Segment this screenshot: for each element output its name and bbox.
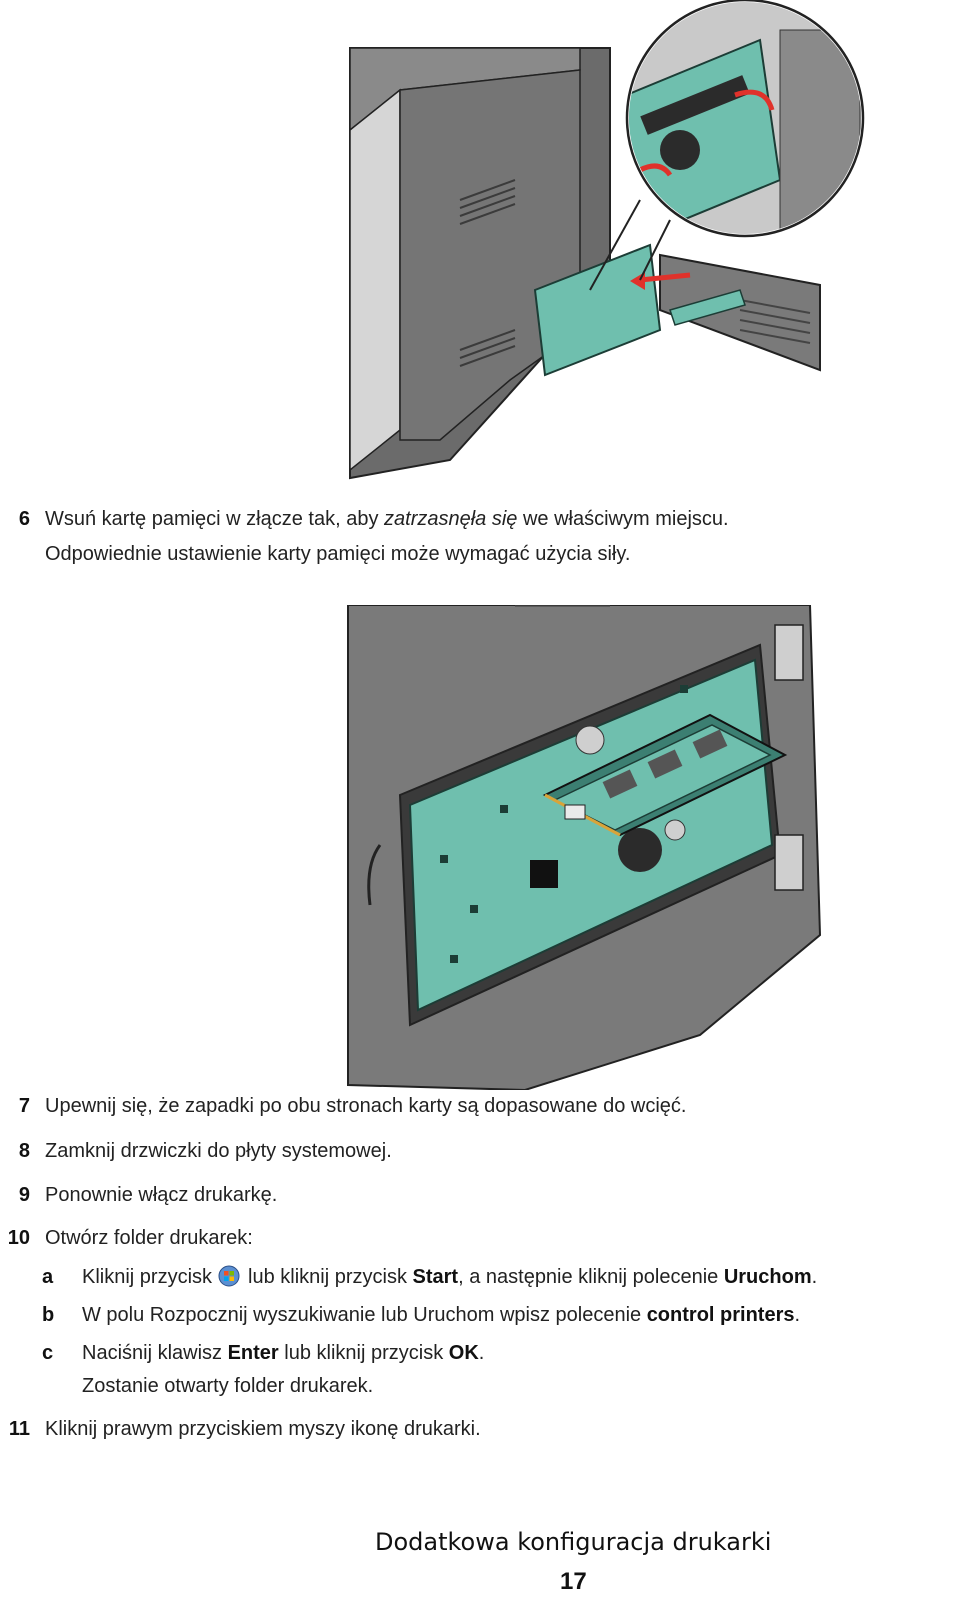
substep-text: W polu Rozpocznij wyszukiwanie lub Uruch… xyxy=(82,1304,801,1326)
substep-text: Naciśnij klawisz Enter lub kliknij przyc… xyxy=(82,1342,485,1364)
windows-start-icon xyxy=(218,1265,240,1287)
step-text: Ponownie włącz drukarkę. xyxy=(45,1184,278,1206)
step-number: 8 xyxy=(18,1140,30,1162)
step-text: Kliknij prawym przyciskiem myszy ikonę d… xyxy=(45,1418,481,1440)
emphasis-text: zatrzasnęła się xyxy=(384,508,518,530)
step-text: Wsuń kartę pamięci w złącze tak, aby zat… xyxy=(45,508,729,530)
step-text: Zamknij drzwiczki do płyty systemowej. xyxy=(45,1140,392,1162)
installed-memory-card-illustration xyxy=(347,605,822,1090)
step-number: 7 xyxy=(18,1095,30,1117)
step-number: 9 xyxy=(18,1184,30,1206)
memory-card-insertion-illustration xyxy=(349,0,865,480)
step-text: Odpowiednie ustawienie karty pamięci moż… xyxy=(45,543,631,565)
step-number: 10 xyxy=(7,1227,30,1249)
step-text: Upewnij się, że zapadki po obu stronach … xyxy=(45,1095,687,1117)
substep-letter: a xyxy=(42,1266,54,1288)
substep-letter: b xyxy=(42,1304,55,1326)
footer-section-title: Dodatkowa konfiguracja drukarki xyxy=(375,1528,772,1556)
substep-text: Zostanie otwarty folder drukarek. xyxy=(82,1375,374,1397)
page-number: 17 xyxy=(560,1568,587,1595)
substep-letter: c xyxy=(42,1342,54,1364)
step-number: 11 xyxy=(8,1418,30,1440)
step-text: Otwórz folder drukarek: xyxy=(45,1227,253,1249)
step-number: 6 xyxy=(18,508,30,530)
